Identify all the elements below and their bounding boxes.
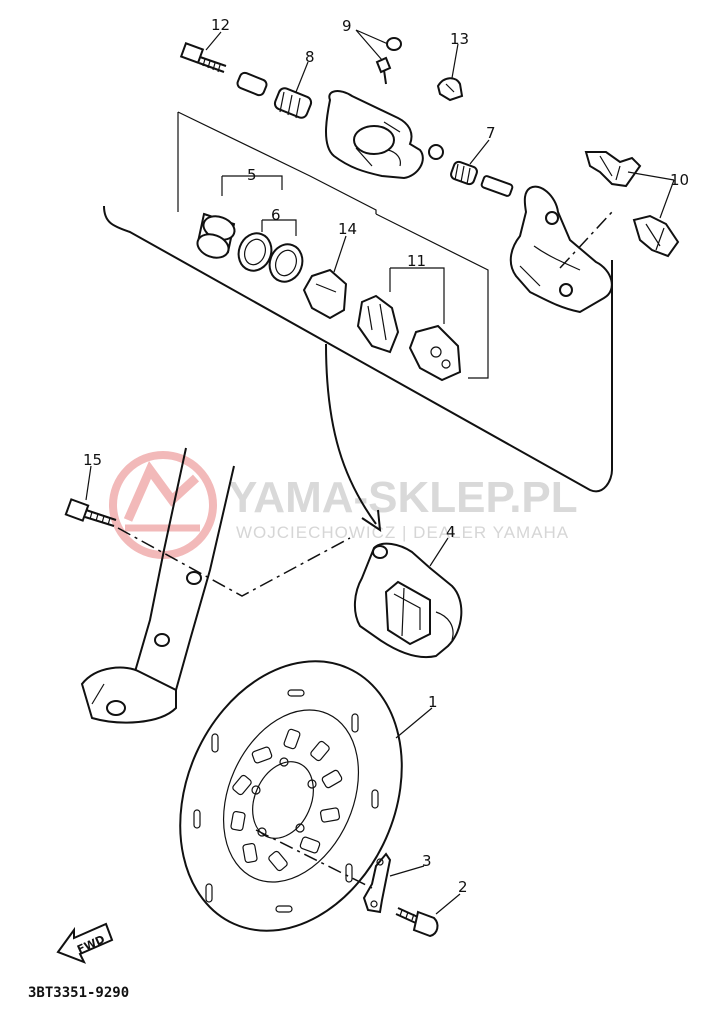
part-fork-leg — [80, 447, 235, 724]
part-bolt-12 — [179, 42, 227, 73]
part-seal-6a — [237, 232, 273, 272]
callout-3: 3 — [422, 852, 432, 870]
callout-4: 4 — [446, 523, 456, 541]
leader-2 — [435, 893, 461, 915]
leader-9 — [355, 29, 389, 61]
transfer-arrow — [325, 343, 377, 525]
part-seal-6b — [268, 243, 304, 283]
part-caliper-assembly-4 — [354, 542, 463, 658]
callout-10: 10 — [670, 171, 689, 189]
leader-8 — [295, 61, 309, 93]
part-piston-5 — [196, 212, 236, 259]
fwd-arrow-icon: FWD — [56, 922, 114, 964]
alignment-line-disc — [255, 829, 373, 889]
part-pad-spring-10a — [584, 151, 642, 188]
callout-1: 1 — [428, 693, 438, 711]
watermark-logo — [109, 451, 217, 559]
watermark-brand: YAMA-SKLEP.PL — [228, 473, 578, 522]
part-lock-plate-3 — [362, 852, 392, 914]
part-boot-8 — [273, 87, 313, 119]
callout-12: 12 — [211, 16, 230, 34]
alignment-line-upper — [559, 211, 613, 269]
bracket-group-6 — [261, 219, 297, 236]
leader-7 — [469, 139, 490, 165]
part-bleed-screw-9 — [375, 37, 402, 85]
callout-13: 13 — [450, 30, 469, 48]
leader-10 — [627, 171, 675, 219]
bracket-group-11 — [389, 267, 445, 324]
part-bolt-2 — [395, 907, 439, 938]
leader-13 — [451, 43, 459, 79]
leader-12 — [205, 31, 222, 51]
alignment-line-bolt-15 — [117, 527, 351, 597]
diagram-code: 3BT3351-9290 — [28, 985, 129, 1001]
part-brake-pad-11a — [356, 294, 400, 354]
part-shim-14 — [302, 268, 348, 320]
bracket-group-5 — [221, 175, 283, 196]
leader-14 — [333, 235, 347, 273]
leader-3 — [389, 865, 425, 877]
callout-14: 14 — [338, 220, 357, 238]
leader-15 — [85, 465, 92, 501]
part-sleeve — [236, 71, 268, 97]
callout-15: 15 — [83, 451, 102, 469]
callout-5: 5 — [247, 166, 257, 184]
part-bolt-15 — [64, 498, 117, 527]
part-boot-7 — [450, 160, 514, 197]
transfer-arrow-head — [361, 509, 382, 533]
callout-6: 6 — [271, 206, 281, 224]
disc-bolt-holes — [251, 757, 317, 837]
leader-4 — [429, 537, 449, 567]
callout-7: 7 — [486, 124, 496, 142]
disc-slots — [193, 689, 379, 913]
part-brake-disc-1 — [179, 660, 403, 932]
part-brake-pad-11b — [408, 324, 462, 382]
part-pad-spring-10b — [632, 214, 680, 258]
callout-9: 9 — [342, 17, 352, 35]
watermark-tagline: WOJCIECHOWICZ | DEALER YAMAHA — [236, 523, 569, 542]
exploded-panel-outline — [103, 205, 613, 493]
callout-2: 2 — [458, 878, 468, 896]
leader-1 — [395, 707, 433, 739]
bracket-group-caliper — [177, 111, 489, 379]
callout-11: 11 — [407, 252, 426, 270]
part-clip-13 — [436, 77, 464, 102]
callout-8: 8 — [305, 48, 315, 66]
callouts: 1 2 3 4 5 6 7 8 9 10 11 12 13 14 15 — [83, 16, 689, 896]
watermark: YAMA-SKLEP.PL WOJCIECHOWICZ | DEALER YAM… — [109, 451, 578, 559]
part-caliper-body-upper — [325, 90, 444, 180]
disc-vent-holes — [230, 728, 343, 872]
part-caliper-bracket — [509, 185, 613, 314]
